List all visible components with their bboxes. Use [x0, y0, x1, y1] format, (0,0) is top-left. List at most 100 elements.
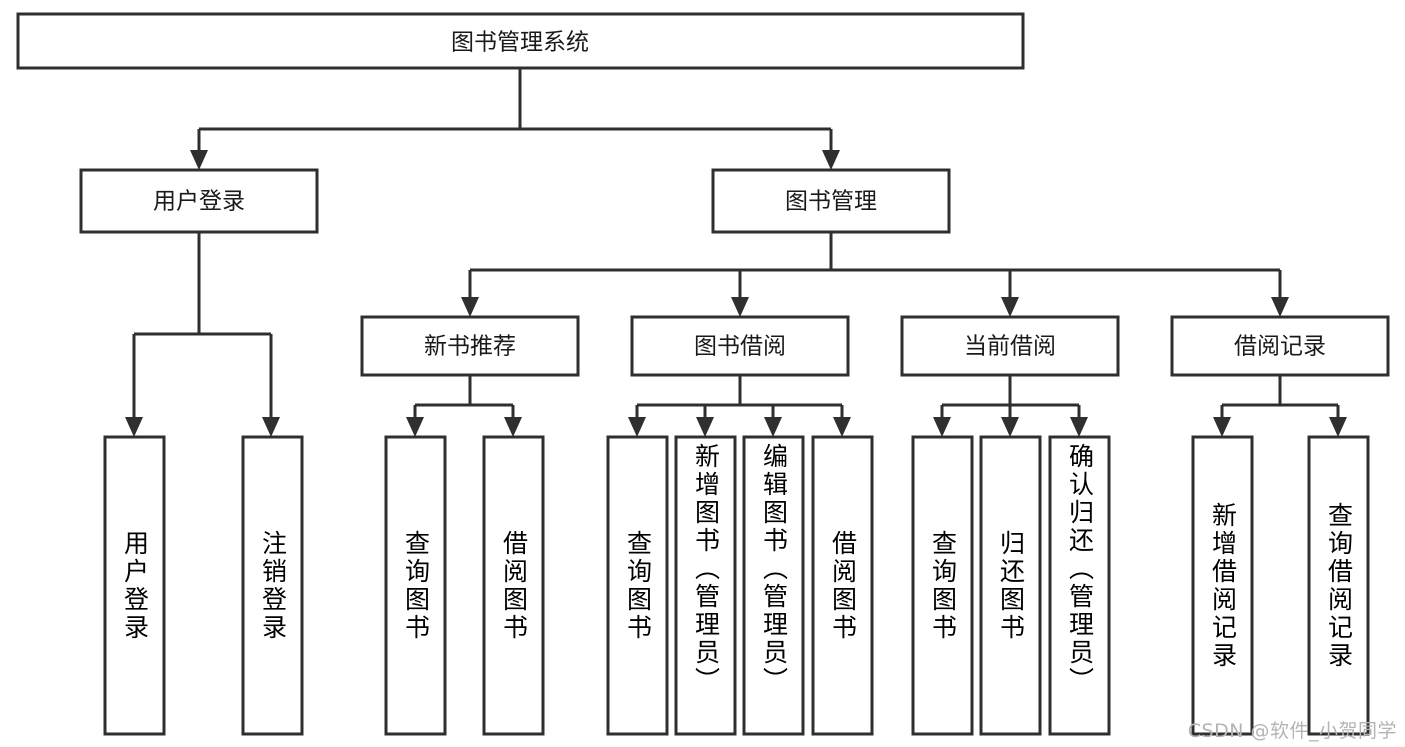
- node-leaf-query-book-3-textwrap: 查询图书: [929, 530, 958, 642]
- node-leaf-query-book-1-box[interactable]: [384, 435, 447, 736]
- node-user-login-box[interactable]: [79, 168, 319, 234]
- node-leaf-query-book-1[interactable]: 查询图书: [384, 435, 447, 736]
- node-leaf-confirm-return[interactable]: 确认归还（管理员）: [1048, 435, 1111, 736]
- node-leaf-logout-textwrap: 注销登录: [258, 529, 288, 642]
- arrow-book-manage-child-1: [461, 297, 479, 317]
- arrow-user-login-child-1: [125, 417, 143, 437]
- arrow-root-to-book-manage: [822, 150, 840, 170]
- node-root-box[interactable]: [16, 12, 1025, 70]
- node-leaf-borrow-book-1-textwrap: 借阅图书: [499, 529, 529, 642]
- connector-group-user-login: [125, 232, 280, 437]
- node-leaf-borrow-book-2-box[interactable]: [811, 435, 874, 736]
- node-leaf-query-book-3-box[interactable]: [911, 435, 974, 736]
- node-user-login[interactable]: 用户登录: [79, 168, 319, 234]
- arrow-borrow-record-child-2: [1329, 417, 1347, 437]
- node-leaf-user-login[interactable]: 用户登录: [103, 435, 166, 736]
- csdn-watermark: CSDN @软件_小贺同学: [1187, 720, 1397, 742]
- node-leaf-return-book-box[interactable]: [979, 435, 1042, 736]
- node-book-manage-label: 图书管理: [785, 189, 877, 215]
- arrow-book-manage-child-2: [731, 297, 749, 317]
- node-leaf-logout[interactable]: 注销登录: [241, 435, 304, 736]
- node-leaf-return-book[interactable]: 归还图书: [979, 435, 1042, 736]
- connector-group-borrow-record: [1213, 375, 1347, 437]
- node-leaf-query-record-textwrap: 查询借阅记录: [1324, 501, 1354, 670]
- node-leaf-user-login-textwrap: 用户登录: [120, 529, 150, 642]
- node-leaf-return-book-textwrap: 归还图书: [996, 529, 1026, 642]
- node-leaf-user-login-label: 用户登录: [120, 529, 150, 642]
- node-root-label: 图书管理系统: [451, 30, 589, 56]
- node-leaf-borrow-book-1-label: 借阅图书: [499, 529, 529, 642]
- arrow-book-manage-child-4: [1271, 297, 1289, 317]
- node-book-manage[interactable]: 图书管理: [711, 168, 951, 234]
- node-borrow-record-label: 借阅记录: [1234, 334, 1326, 360]
- node-user-login-label: 用户登录: [153, 189, 245, 215]
- node-leaf-borrow-book-1-box[interactable]: [482, 435, 545, 736]
- node-leaf-logout-label: 注销登录: [258, 529, 288, 642]
- connector-group-book-borrow: [628, 375, 851, 437]
- node-leaf-add-record[interactable]: 新增借阅记录: [1191, 435, 1254, 736]
- node-book-manage-box[interactable]: [711, 168, 951, 234]
- node-leaf-query-record-label: 查询借阅记录: [1324, 501, 1354, 670]
- node-leaf-confirm-return-label: 确认归还（管理员）: [1065, 443, 1095, 695]
- node-leaf-logout-box[interactable]: [241, 435, 304, 736]
- node-leaf-add-record-box[interactable]: [1191, 435, 1254, 736]
- node-leaf-query-book-1-textwrap: 查询图书: [401, 529, 431, 642]
- node-leaf-borrow-book-1[interactable]: 借阅图书: [482, 435, 545, 736]
- node-leaf-edit-book-box[interactable]: [742, 435, 805, 736]
- node-leaf-add-record-textwrap: 新增借阅记录: [1208, 501, 1238, 670]
- node-leaf-edit-book[interactable]: 编辑图书（管理员）: [742, 435, 805, 736]
- node-leaf-query-record[interactable]: 查询借阅记录: [1307, 435, 1370, 736]
- connector-group-current-borrow: [933, 375, 1088, 437]
- node-leaf-add-book[interactable]: 新增图书（管理员）: [674, 435, 737, 736]
- node-leaf-return-book-label: 归还图书: [996, 529, 1026, 642]
- node-new-book-recommend-label: 新书推荐: [424, 334, 516, 360]
- node-borrow-record[interactable]: 借阅记录: [1170, 315, 1390, 377]
- node-book-borrow[interactable]: 图书借阅: [630, 315, 850, 377]
- node-leaf-confirm-return-textwrap: 确认归还（管理员）: [1065, 443, 1095, 695]
- arrow-root-to-user-login: [190, 150, 208, 170]
- node-leaf-add-book-box[interactable]: [674, 435, 737, 736]
- node-leaf-query-book-2[interactable]: 查询图书: [606, 435, 669, 736]
- node-leaf-add-record-label: 新增借阅记录: [1208, 501, 1238, 670]
- arrow-book-manage-child-3: [1001, 297, 1019, 317]
- node-borrow-record-box[interactable]: [1170, 315, 1390, 377]
- node-leaf-query-book-2-label: 查询图书: [623, 529, 653, 642]
- node-current-borrow[interactable]: 当前借阅: [900, 315, 1120, 377]
- connector-group-book-manage: [461, 232, 1289, 317]
- node-leaf-edit-book-textwrap: 编辑图书（管理员）: [759, 443, 789, 695]
- node-leaf-add-book-textwrap: 新增图书（管理员）: [691, 443, 721, 695]
- arrow-current-borrow-child-1: [933, 417, 951, 437]
- arrow-borrow-record-child-1: [1213, 417, 1231, 437]
- arrow-book-borrow-child-2: [696, 417, 714, 437]
- node-leaf-query-book-1-label: 查询图书: [401, 529, 431, 642]
- node-leaf-query-book-3[interactable]: 查询图书: [911, 435, 974, 736]
- node-new-book-recommend-box[interactable]: [360, 315, 580, 377]
- arrow-current-borrow-child-2: [1001, 417, 1019, 437]
- connector-group-root: [190, 68, 840, 170]
- node-book-borrow-box[interactable]: [630, 315, 850, 377]
- node-leaf-borrow-book-2-label: 借阅图书: [828, 529, 858, 642]
- node-leaf-user-login-box[interactable]: [103, 435, 166, 736]
- node-leaf-borrow-book-2-textwrap: 借阅图书: [828, 529, 858, 642]
- arrow-current-borrow-child-3: [1070, 417, 1088, 437]
- node-current-borrow-label: 当前借阅: [964, 334, 1056, 360]
- node-new-book-recommend[interactable]: 新书推荐: [360, 315, 580, 377]
- node-leaf-query-book-2-box[interactable]: [606, 435, 669, 736]
- node-leaf-edit-book-label: 编辑图书（管理员）: [759, 443, 789, 695]
- arrow-book-borrow-child-3: [764, 417, 782, 437]
- node-leaf-confirm-return-box[interactable]: [1048, 435, 1111, 736]
- arrow-new-book-child-1: [406, 417, 424, 437]
- node-current-borrow-box[interactable]: [900, 315, 1120, 377]
- arrow-book-borrow-child-1: [628, 417, 646, 437]
- arrow-new-book-child-2: [504, 417, 522, 437]
- node-leaf-add-book-label: 新增图书（管理员）: [691, 443, 721, 695]
- node-root[interactable]: 图书管理系统: [16, 12, 1025, 70]
- arrow-user-login-child-2: [262, 417, 280, 437]
- connector-group-new-book-recommend: [406, 375, 522, 437]
- node-leaf-query-book-2-textwrap: 查询图书: [623, 529, 653, 642]
- arrow-book-borrow-child-4: [833, 417, 851, 437]
- node-leaf-query-record-box[interactable]: [1307, 435, 1370, 736]
- node-leaf-borrow-book-2[interactable]: 借阅图书: [811, 435, 874, 736]
